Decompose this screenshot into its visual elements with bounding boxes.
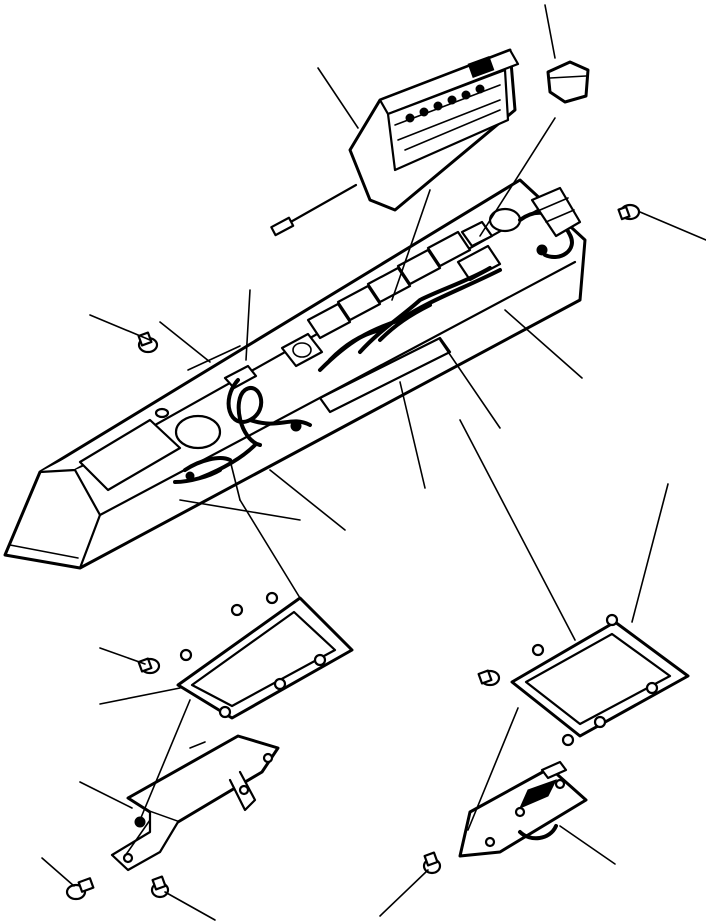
bolt-left-bracket — [137, 657, 161, 675]
right-switch-bracket — [510, 613, 690, 747]
wiring-harness — [173, 210, 574, 484]
leader-right-bracket — [631, 483, 669, 623]
bolt-left-console — [137, 331, 159, 354]
bolt-right-bracket — [477, 669, 501, 687]
leader-clip — [439, 339, 501, 429]
leader-lever-switch — [559, 825, 616, 865]
switch-row — [306, 230, 502, 414]
leader-harness-right — [504, 309, 583, 379]
left-mounting-stay — [110, 734, 280, 872]
radio-antenna-cable — [278, 183, 358, 230]
left-switch-bracket — [176, 591, 354, 720]
right-mounting-stay — [458, 766, 588, 858]
leader-harness — [245, 289, 251, 361]
lever-switch — [518, 760, 568, 841]
leader-radio — [317, 67, 359, 129]
radio-knob-cover — [546, 60, 590, 104]
leader-bolt-bracket-left — [99, 647, 146, 665]
switch-console-panel — [3, 178, 587, 570]
leader-left-stay — [79, 781, 133, 809]
harness-connector — [530, 186, 582, 238]
console-round-hole — [174, 414, 222, 450]
console-outline — [3, 178, 587, 570]
leader-square-hole — [479, 117, 556, 237]
radio — [270, 48, 520, 237]
radio-buttons — [405, 56, 495, 123]
bolt-left-stay-b — [150, 875, 170, 899]
bolt-left-stay-a — [65, 877, 95, 901]
leader-bolt-right-stay — [379, 869, 429, 917]
leader-lines — [41, 4, 706, 921]
leader-harness-lower — [269, 469, 346, 531]
leader-left-bracket — [99, 687, 181, 705]
leader-bolt-left — [89, 314, 151, 341]
bolt-right-stay — [422, 851, 442, 875]
switch-bracket-plate — [318, 336, 452, 414]
radio-dial — [467, 56, 495, 78]
leader-switch-row — [391, 189, 431, 301]
leader-bolt-top — [639, 211, 706, 241]
console-hex-hole — [280, 332, 324, 368]
bolt-top-right — [617, 203, 641, 221]
leader-knob-cover — [544, 4, 556, 59]
leader-bolt-stay — [41, 857, 75, 887]
leader-bracket-plate — [399, 381, 426, 489]
console-opening-left — [78, 418, 182, 492]
